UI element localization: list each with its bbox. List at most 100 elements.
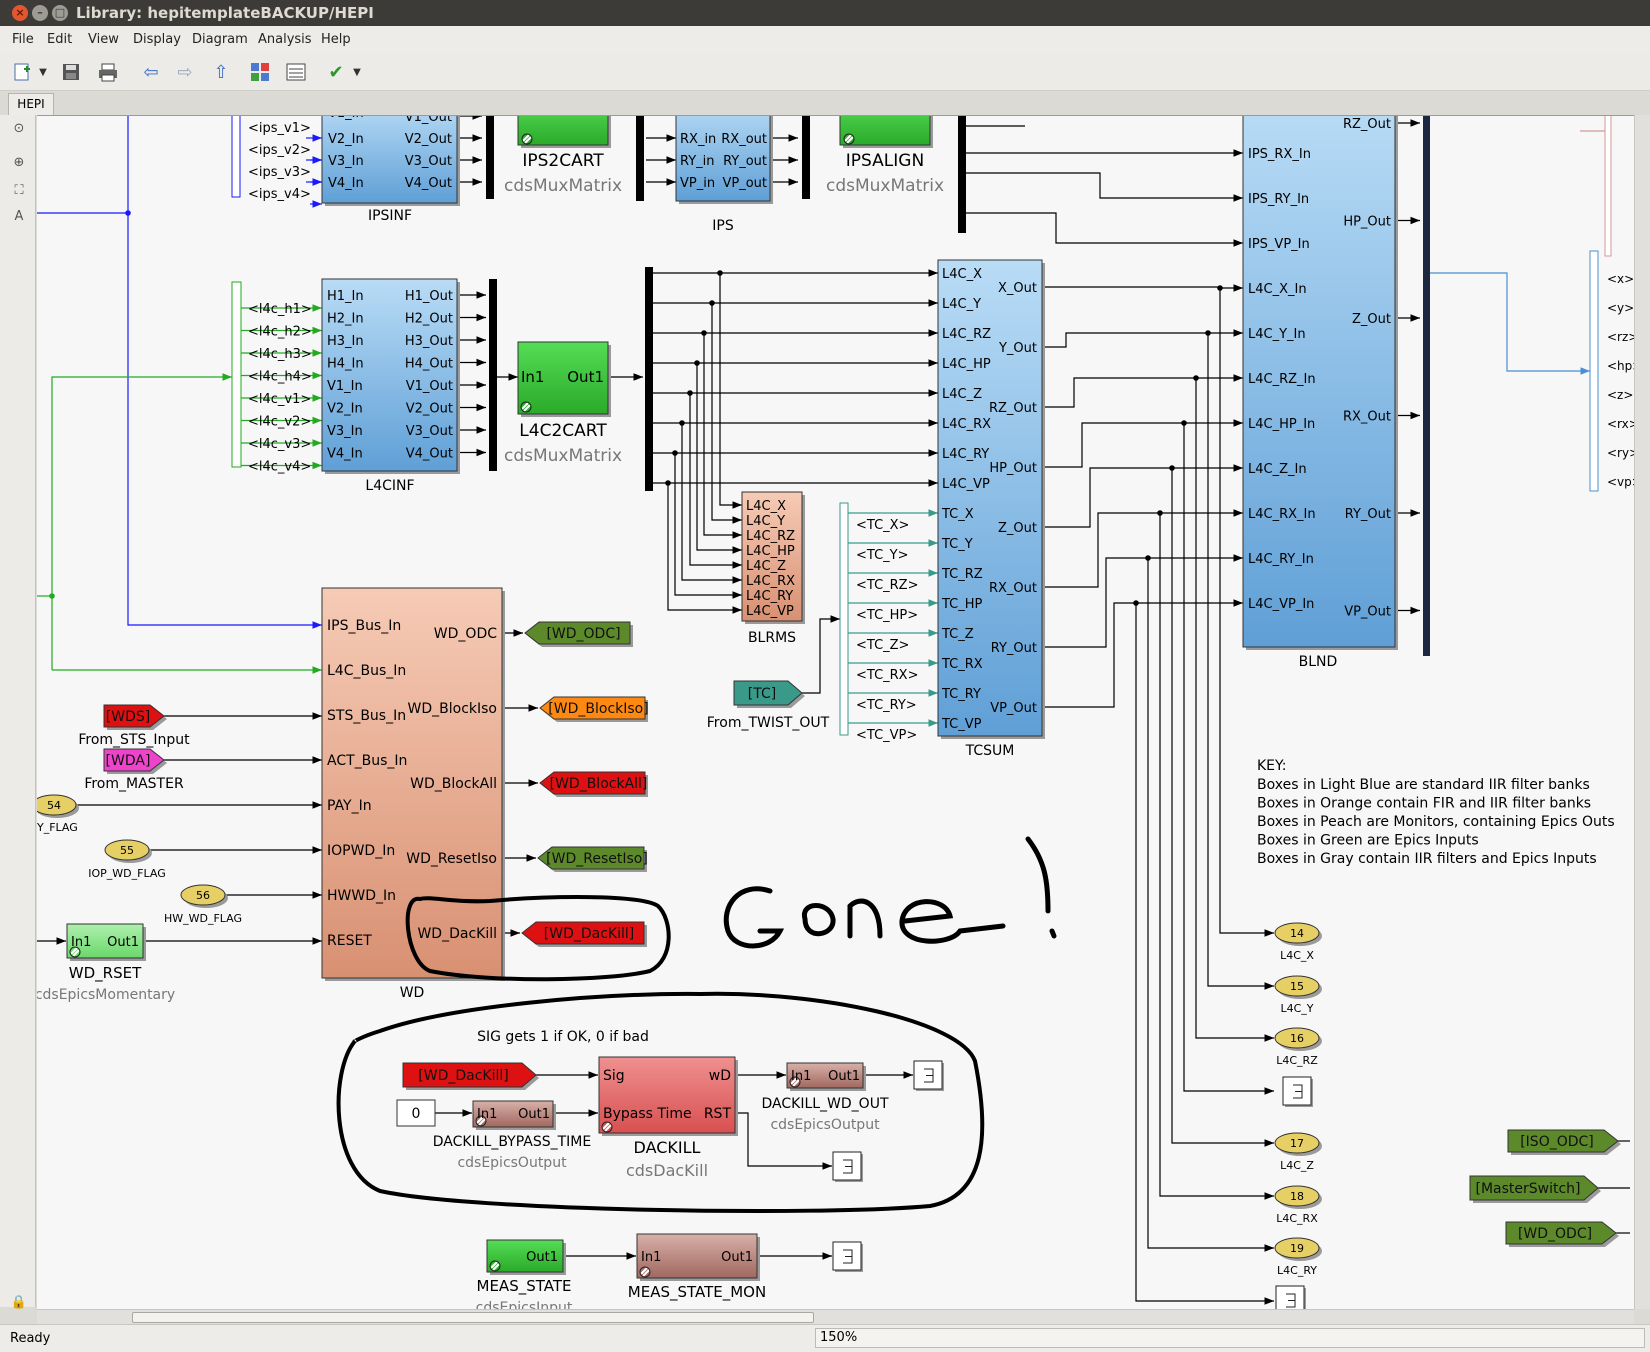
meas-mon-name: MEAS_STATE_MON (628, 1283, 766, 1302)
ipsalign-wire (966, 212, 1243, 247)
constant-block[interactable] (396, 1099, 436, 1127)
bypass-port-in: In1 (477, 1107, 497, 1122)
wd-goto[interactable] (524, 621, 631, 645)
wd-port-in: HWWD_In (327, 888, 396, 904)
master-switch-goto-label: [MasterSwitch] (1475, 1181, 1580, 1197)
outport-oval[interactable] (1274, 1237, 1320, 1259)
horizontal-scroll-thumb[interactable] (132, 1312, 814, 1323)
back-icon[interactable]: ⇦ (143, 61, 159, 83)
right-bus-label: <z> (1607, 388, 1633, 402)
menu-diagram[interactable]: Diagram (192, 32, 248, 47)
right-top-selector[interactable] (1604, 116, 1612, 257)
up-icon[interactable]: ⇧ (213, 61, 229, 83)
wd-port-in: RESET (327, 933, 372, 949)
maximize-window-button[interactable]: □ (52, 5, 68, 21)
menu-view[interactable]: View (88, 32, 119, 47)
block-dackill-bypass-time[interactable] (472, 1100, 554, 1128)
key-line: Boxes in Gray contain IIR filters and Ep… (1257, 851, 1597, 867)
l4cinf-input-signal: <l4c_v4> (248, 460, 311, 475)
menu-analysis[interactable]: Analysis (258, 32, 312, 47)
print-icon[interactable] (95, 59, 121, 85)
from-tc-goto[interactable] (733, 680, 803, 706)
new-model-icon[interactable] (10, 59, 36, 85)
tcsum-port-in: L4C_Y (942, 297, 981, 312)
inport-55[interactable] (104, 839, 150, 861)
check-icon[interactable]: ✔ (328, 61, 344, 83)
wd-goto-label: [WD_ODC] (546, 626, 620, 642)
ipsinf-port-in: V2_In (328, 132, 364, 147)
l4cinf-input-signal: <l4c_h4> (248, 370, 312, 385)
ips-bus-selector[interactable] (231, 116, 241, 198)
menu-help[interactable]: Help (321, 32, 351, 47)
outport-oval[interactable] (1274, 1132, 1320, 1154)
dackill-link-icon-ring (601, 1121, 613, 1133)
fit-view-icon[interactable]: ⛶ (14, 183, 24, 198)
library-browser-icon[interactable] (247, 59, 273, 85)
inport-54[interactable] (37, 794, 77, 816)
annotation-icon[interactable]: A (14, 209, 24, 224)
meas-state-link-icon (490, 1261, 500, 1271)
block-meas-state-mon[interactable] (636, 1233, 758, 1279)
minimize-window-button[interactable]: – (32, 5, 48, 21)
diagram-canvas[interactable]: V1_InV2_InV3_InV4_In<ips_v1><ips_v2><ips… (37, 115, 1634, 1309)
wd-odc-right-goto[interactable] (1505, 1221, 1617, 1245)
horizontal-scrollbar[interactable] (37, 1309, 1634, 1324)
right-bus-selector[interactable] (1589, 250, 1599, 492)
wd-goto[interactable] (539, 771, 646, 795)
blnd-port-out: HP_Out (1343, 215, 1391, 230)
wd-port-out: WD_BlockAll (410, 776, 497, 792)
block-ips[interactable] (675, 116, 771, 202)
forward-icon[interactable]: ⇨ (177, 61, 193, 83)
outport-name: L4C_RX (1276, 1212, 1318, 1225)
outport-oval[interactable] (1274, 1027, 1320, 1049)
block-wd[interactable] (321, 587, 503, 979)
hide-palette-icon[interactable]: ⊙ (13, 121, 25, 136)
tab-hepi[interactable]: HEPI (8, 93, 54, 115)
tc-bus-selector[interactable] (839, 502, 849, 736)
wd-goto[interactable] (537, 846, 645, 870)
l4c-bus-selector[interactable] (231, 281, 242, 468)
terminator-wd-out[interactable] (913, 1060, 943, 1090)
close-window-button[interactable]: × (12, 5, 28, 21)
master-switch-goto[interactable] (1469, 1175, 1599, 1201)
blrms-tap-wire (667, 483, 742, 614)
block-blrms[interactable] (741, 491, 803, 622)
chevron-down-icon[interactable]: ▼ (353, 66, 361, 78)
outport-oval[interactable] (1274, 975, 1320, 997)
inport-56[interactable] (180, 884, 226, 906)
menu-display[interactable]: Display (133, 32, 181, 47)
l4cinf-name: L4CINF (365, 478, 414, 494)
block-tcsum[interactable] (937, 259, 1043, 737)
terminator-meas-glyph (843, 1249, 853, 1264)
save-icon[interactable] (58, 59, 84, 85)
chevron-down-icon[interactable]: ▼ (39, 66, 47, 78)
block-ips2cart[interactable] (517, 116, 609, 146)
ips-right-bar (802, 116, 810, 199)
wd-goto[interactable] (539, 696, 646, 720)
blrms-tap-wire (711, 303, 742, 524)
block-ipsinf[interactable] (321, 116, 458, 204)
block-l4c2cart[interactable] (517, 341, 609, 415)
from-master-tag[interactable] (103, 748, 165, 772)
wd-goto[interactable] (521, 921, 645, 945)
model-explorer-icon[interactable] (283, 59, 309, 85)
iso-odc-goto[interactable] (1507, 1129, 1619, 1153)
ipsinf-port-out: V1_Out (405, 116, 452, 125)
from-wd-dackill-tag[interactable] (402, 1062, 537, 1088)
from-sts-tag[interactable] (103, 704, 165, 728)
block-l4cinf[interactable] (321, 278, 458, 472)
lock-icon[interactable]: 🔒 (10, 1295, 28, 1310)
vertical-scrollbar[interactable] (1634, 115, 1650, 1309)
block-ipsalign[interactable] (839, 116, 931, 146)
menu-edit[interactable]: Edit (47, 32, 73, 47)
wd-port-out: WD_DacKill (417, 926, 497, 942)
outport-oval[interactable] (1274, 1185, 1320, 1207)
terminator-l4c-vp[interactable] (1275, 1285, 1305, 1309)
outport-oval[interactable] (1274, 922, 1320, 944)
menu-file[interactable]: File (12, 32, 34, 47)
block-dackill[interactable] (598, 1056, 736, 1134)
l4cinf-port-in: V2_In (327, 402, 363, 417)
ipsinf-port-in: V4_In (328, 176, 364, 191)
zoom-icon[interactable]: ⊕ (13, 155, 25, 170)
block-blnd[interactable] (1242, 116, 1396, 648)
